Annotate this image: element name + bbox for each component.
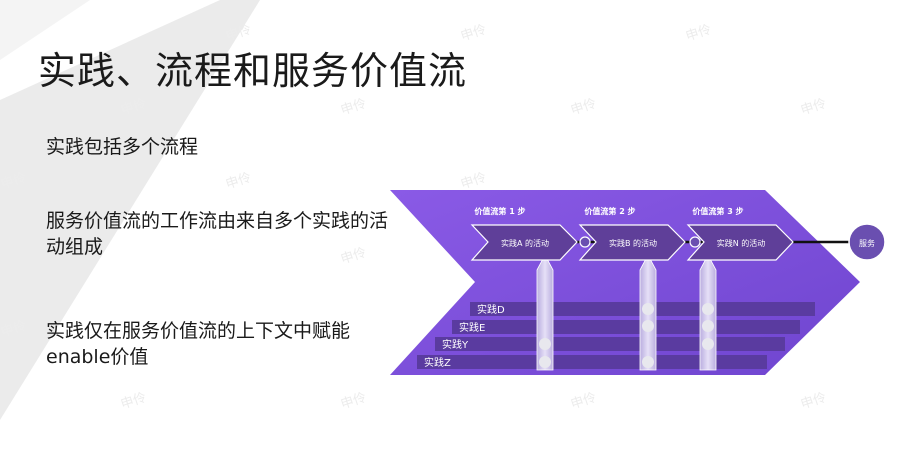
- connector-step-2: [639, 254, 657, 371]
- step-label-1: 价值流第 1 步: [474, 206, 525, 216]
- step-label-2: 价值流第 2 步: [584, 206, 635, 216]
- bullet-value-stream-workflow: 服务价值流的工作流由来自多个实践的活动组成: [46, 210, 389, 258]
- value-stream-diagram: 实践D 实践E 实践Y 实践Z 价值流第 1 步 价值流第 2 步 价值流第 3…: [390, 190, 886, 375]
- page-title: 实践、流程和服务价值流: [38, 49, 468, 93]
- activity-label-n: 实践N 的活动: [717, 238, 766, 248]
- activity-chevron-a: [470, 224, 578, 261]
- service-node: [848, 223, 886, 261]
- activity-label-a: 实践A 的活动: [501, 238, 549, 248]
- connector-step-3: [699, 254, 717, 371]
- activity-chevron-b: [578, 224, 686, 261]
- practice-band-e: [452, 320, 800, 334]
- service-label: 服务: [859, 238, 875, 248]
- activity-label-b: 实践B 的活动: [609, 238, 657, 248]
- bullet-practices-processes: 实践包括多个流程: [46, 136, 199, 158]
- practice-band-y: [435, 337, 785, 351]
- practice-label-d: 实践D: [477, 303, 505, 316]
- practice-label-z: 实践Z: [424, 356, 451, 369]
- step-label-3: 价值流第 3 步: [692, 206, 743, 216]
- practice-label-y: 实践Y: [442, 338, 469, 351]
- connector-step-1: [536, 254, 554, 371]
- practice-band-z: [417, 355, 767, 369]
- bullet-practice-enable-value: 实践仅在服务价值流的上下文中赋能enable价值: [46, 320, 351, 368]
- practice-label-e: 实践E: [459, 321, 485, 334]
- activity-chevron-n: [686, 224, 794, 261]
